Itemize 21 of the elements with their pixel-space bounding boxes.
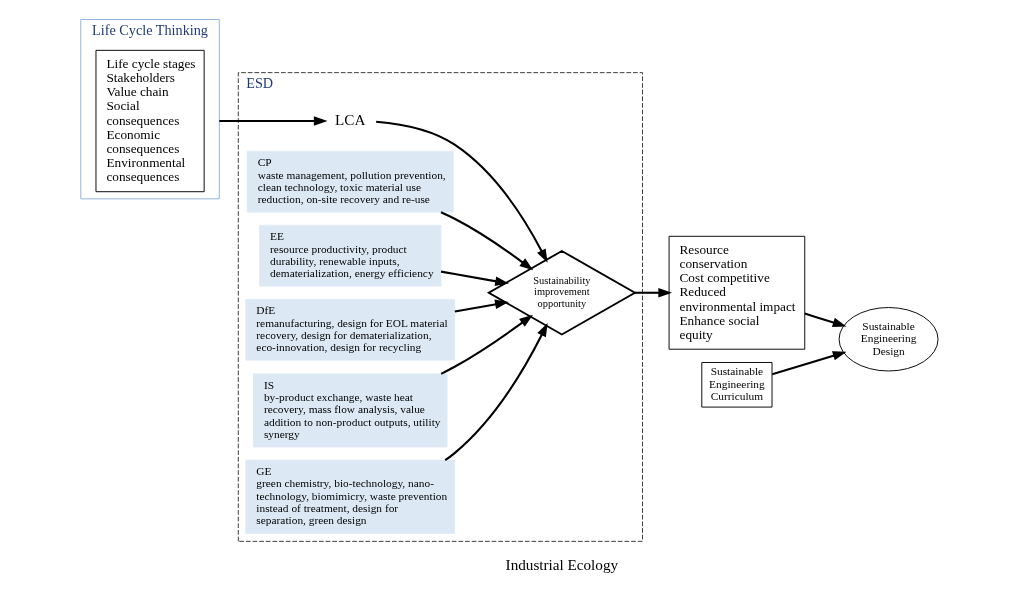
arrow	[771, 351, 847, 376]
node-box: Sustainable Engineering Curriculum	[701, 362, 773, 408]
node-box: IS by-product exchange, waste heat recovery, mass flow analysis, value addition to non-product outputs, utility synergy	[253, 373, 448, 448]
arrow	[444, 322, 548, 462]
arrow	[219, 116, 328, 126]
node-box: Life cycle stages Stakeholders Value chain Social consequences Economic consequences Environmental consequences	[95, 49, 205, 193]
node-box: EE resource productivity, product durability, renewable inputs, dematerialization, energy efficiency	[259, 224, 442, 287]
node-box: Resource conservation Cost competitive Reduced environmental impact Enhance social equity	[668, 235, 806, 350]
node-box: CP waste management, pollution prevention, clean technology, toxic material use reduction, on-site recovery and re-use	[246, 150, 454, 213]
arrow	[804, 312, 847, 327]
arrow	[440, 270, 509, 286]
arrow	[376, 120, 548, 263]
label: Industrial Ecology	[505, 555, 619, 573]
arrow	[440, 211, 534, 271]
node-box: DfE remanufacturing, design for EOL material recovery, design for dematerialization, eco-innovation, design for recycling	[245, 298, 456, 361]
arrow	[454, 299, 509, 313]
node-text: LCA	[335, 110, 366, 128]
node-box: GE green chemistry, bio-technology, nano-technology, biomimicry, waste prevention instead of treatment, design for separation, green design	[245, 459, 456, 534]
node-ellipse: Sustainable Engineering Design	[838, 307, 939, 372]
arrow	[440, 314, 533, 375]
arrow	[635, 287, 673, 298]
